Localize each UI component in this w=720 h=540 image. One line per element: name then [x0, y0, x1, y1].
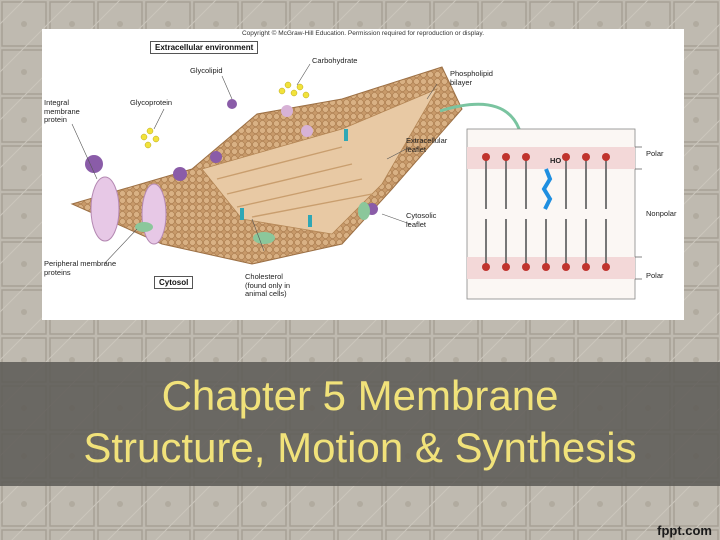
cytosol-label: Cytosol [154, 276, 194, 289]
membrane-illustration [70, 63, 642, 300]
glycoprotein-label: Glycoprotein [130, 98, 173, 107]
fppt-watermark: fppt.com [657, 523, 712, 538]
polar-bottom-label: Polar [646, 271, 664, 280]
title-band [0, 362, 720, 486]
copyright-notice: Copyright © McGraw-Hill Education. Permi… [241, 30, 484, 37]
peripheral-membrane-proteins-label: Peripheral membrane proteins [44, 259, 117, 277]
integral-membrane-protein-label: Integral membrane protein [44, 98, 80, 124]
slide-title-line-1: Chapter 5 Membrane [161, 372, 559, 419]
cytosolic-leaflet-label: Cytosolic leaflet [406, 211, 437, 229]
glycolipid-label: Glycolipid [190, 66, 223, 75]
nonpolar-label: Nonpolar [646, 209, 677, 218]
cholesterol-label: Cholesterol (found only in animal cells) [245, 272, 291, 298]
polar-top-label: Polar [646, 149, 664, 158]
carbohydrate-label: Carbohydrate [312, 56, 358, 65]
extracellular-leaflet-label: Extracellular leaflet [406, 136, 448, 154]
hydroxyl-label: HO [550, 156, 562, 165]
membrane-figure: Copyright © McGraw-Hill Education. Permi… [42, 29, 684, 320]
slide-title: Chapter 5 Membrane Structure, Motion & S… [0, 370, 720, 474]
phospholipid-bilayer-label: Phospholipid bilayer [450, 69, 493, 87]
extracellular-environment-label: Extracellular environment [150, 41, 259, 54]
slide-title-line-2: Structure, Motion & Synthesis [83, 424, 637, 471]
